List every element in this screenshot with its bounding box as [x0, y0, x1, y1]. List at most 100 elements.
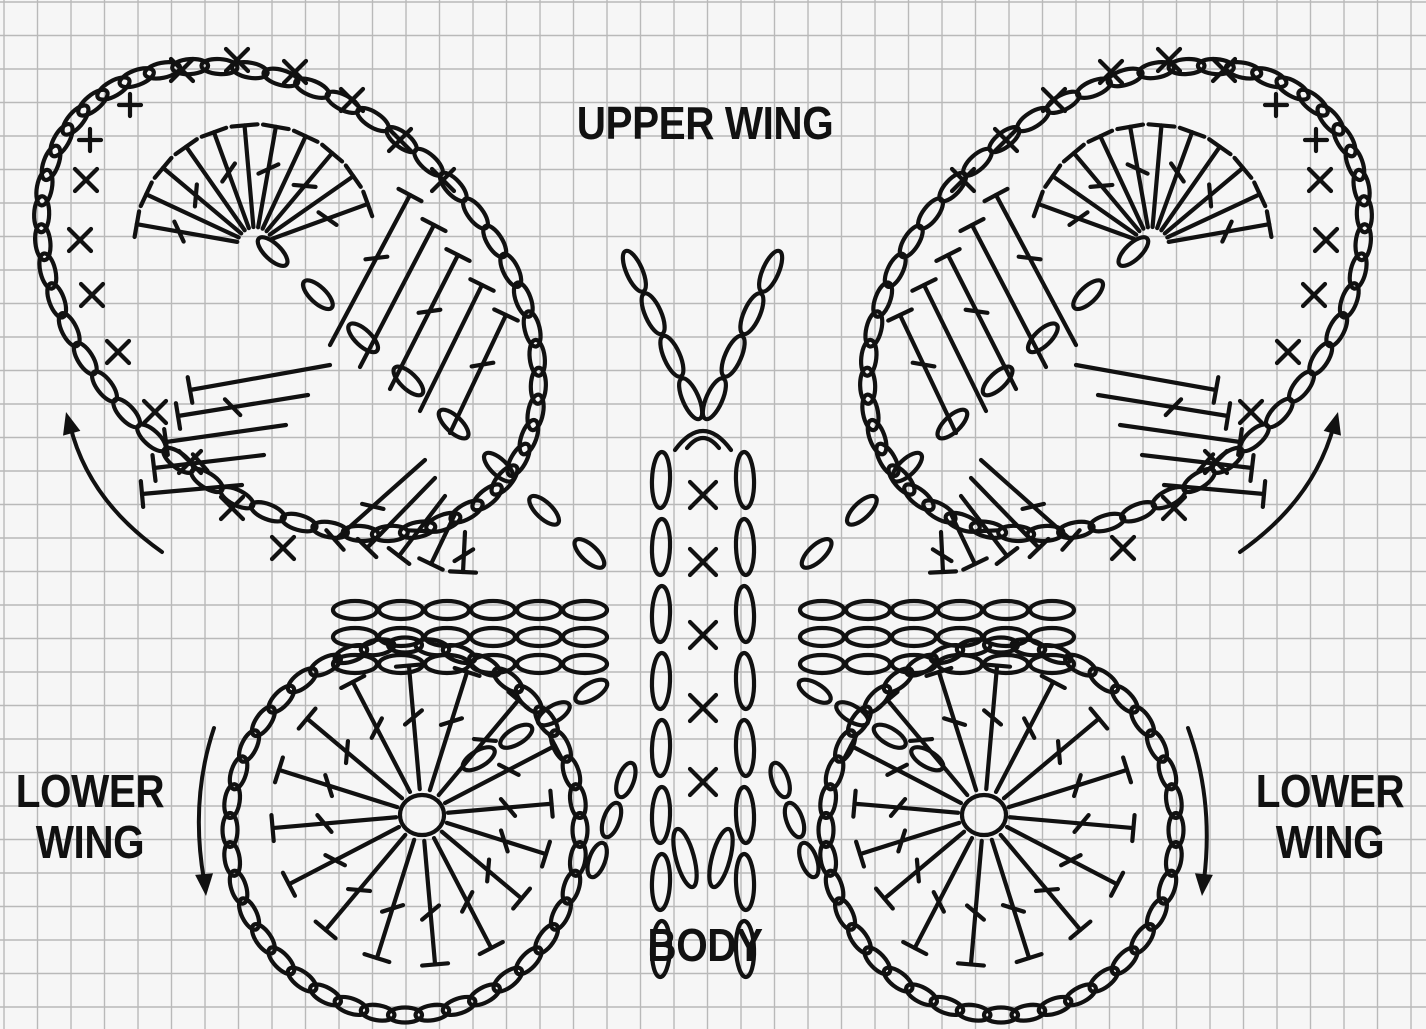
lower-wing-right — [767, 637, 1184, 1023]
double-crochet-stitch — [1098, 395, 1230, 429]
double-crochet-stitch — [188, 365, 330, 403]
single-crochet-stitch — [1265, 94, 1287, 116]
chain-stitch — [846, 601, 890, 619]
chain-stitch — [563, 655, 607, 673]
chain-stitch — [598, 800, 625, 839]
chain-stitch — [705, 827, 738, 890]
chain-stitch — [1108, 682, 1142, 717]
single-crochet-stitch — [690, 769, 716, 795]
chain-stitch — [284, 963, 320, 996]
chain-stitch — [781, 800, 808, 839]
chain-stitch — [497, 720, 536, 752]
single-crochet-stitch — [1309, 169, 1331, 191]
chain-stitch — [299, 276, 338, 314]
chain-stitch — [735, 787, 755, 844]
chain-stitch — [735, 519, 755, 576]
double-crochet-stitch — [390, 249, 470, 389]
lower-wing-left-line2: WING — [11, 817, 169, 868]
double-crochet-stitch — [1004, 709, 1107, 799]
chain-stitch — [1086, 664, 1122, 697]
chain-stitch — [503, 440, 534, 479]
chain-stitch — [698, 375, 730, 422]
double-crochet-stitch — [299, 709, 402, 799]
chain-stitch — [800, 655, 844, 673]
chain-stitch — [248, 920, 280, 957]
double-crochet-stitch — [1120, 425, 1242, 455]
chain-stitch — [468, 480, 505, 515]
chain-stitch — [58, 101, 93, 138]
chain-stitch — [846, 655, 890, 673]
single-crochet-stitch — [690, 695, 716, 721]
double-crochet-stitch — [992, 840, 1042, 962]
right-wings — [767, 49, 1373, 1023]
chain-stitch — [846, 628, 890, 646]
center-ring — [400, 795, 444, 835]
double-crochet-stitch — [936, 249, 1016, 389]
double-crochet-stitch — [439, 692, 529, 795]
body-label: BODY — [621, 920, 788, 971]
double-crochet-stitch — [176, 395, 308, 429]
double-crochet-stitch — [316, 835, 406, 938]
double-crochet-stitch — [1001, 835, 1091, 938]
chain-stitch — [735, 854, 755, 911]
double-crochet-stitch — [912, 279, 986, 411]
chain-stitch — [572, 675, 611, 707]
chain-stitch — [736, 290, 768, 337]
double-crochet-stitch — [1009, 757, 1131, 807]
chain-stitch — [74, 85, 111, 120]
upper-wing-right — [797, 49, 1372, 573]
chain-stitch — [735, 653, 755, 710]
chain-stitch — [872, 440, 903, 479]
chain-stitch — [754, 248, 786, 295]
direction-arrow-icon — [1240, 412, 1341, 552]
double-crochet-stitch — [360, 219, 446, 367]
double-crochet-stitch — [1142, 454, 1254, 481]
upper-wing-label: UPPER WING — [560, 98, 850, 149]
chain-stitch — [795, 675, 834, 707]
chain-stitch — [767, 760, 794, 799]
chain-stitch — [843, 491, 882, 529]
chain-stitch — [471, 601, 515, 619]
chain-stitch — [459, 743, 498, 775]
chain-stitch — [563, 601, 607, 619]
chain-stitch — [1108, 943, 1142, 978]
chain-stitch — [908, 743, 947, 775]
chain-stitch — [618, 248, 650, 295]
single-crochet-stitch — [690, 622, 716, 648]
double-crochet-stitch — [930, 532, 956, 573]
double-crochet-stitch — [1076, 365, 1218, 403]
chain-stitch — [900, 480, 937, 515]
double-crochet-stitch — [152, 454, 264, 481]
chain-stitch — [264, 943, 298, 978]
chain-stitch — [1127, 920, 1159, 957]
chain-stitch — [333, 601, 377, 619]
double-crochet-stitch — [960, 219, 1046, 367]
lower-wing-left — [222, 637, 639, 1023]
chain-stitch — [1294, 85, 1331, 120]
chain-stitch — [870, 720, 909, 752]
chain-stitch — [651, 519, 671, 576]
chain-stitch — [1030, 628, 1074, 646]
direction-arrow-icon — [195, 728, 214, 896]
single-crochet-stitch — [119, 94, 141, 116]
chain-stitch — [517, 628, 561, 646]
chain-stitch — [563, 628, 607, 646]
double-crochet-stitch — [275, 757, 397, 807]
chain-stitch — [656, 333, 688, 380]
upper-wing-left — [33, 49, 608, 573]
single-crochet-stitch — [79, 129, 101, 151]
double-crochet-stitch — [878, 692, 968, 795]
single-crochet-stitch — [1315, 229, 1337, 251]
single-crochet-stitch — [690, 482, 716, 508]
chain-stitch — [795, 840, 822, 879]
chain-stitch — [525, 491, 564, 529]
chain-stitch — [517, 655, 561, 673]
single-crochet-stitch — [1305, 129, 1327, 151]
chain-stitch — [651, 586, 671, 643]
chain-stitch — [800, 601, 844, 619]
chain-stitch — [248, 703, 280, 740]
head-arc-inner — [687, 438, 719, 448]
double-crochet-stitch — [971, 478, 1048, 557]
double-crochet-stitch — [447, 823, 550, 867]
